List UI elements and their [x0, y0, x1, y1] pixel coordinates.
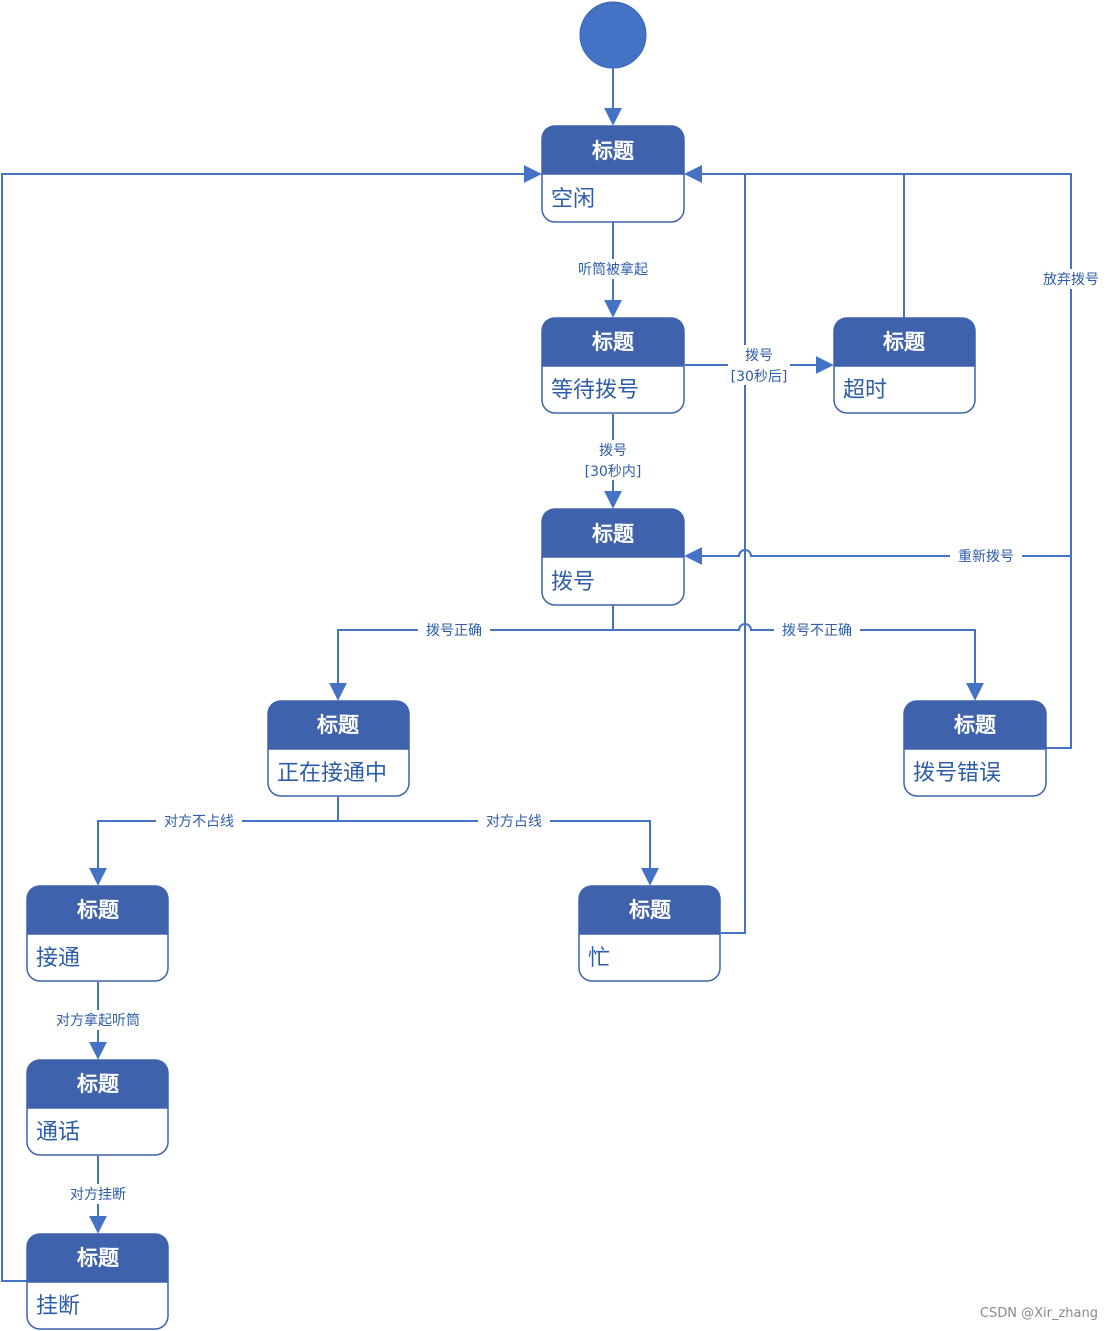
- state-dial-error: 标题 拨号错误: [903, 700, 1047, 797]
- state-dialing: 标题 拨号: [541, 508, 685, 606]
- label-not-busy: 对方不占线: [164, 814, 234, 830]
- state-dial-error-name: 拨号错误: [913, 761, 1001, 786]
- label-dial-ok-1: 拨号: [599, 443, 627, 459]
- edge-dialing-connecting: [329, 605, 614, 701]
- state-dialing-header: 标题: [592, 522, 635, 546]
- edge-connecting-busy: [338, 820, 659, 886]
- label-pickup: 听筒被拿起: [578, 261, 648, 278]
- label-correct: 拨号正确: [426, 623, 482, 639]
- state-talking-header: 标题: [77, 1072, 120, 1096]
- label-remote-hangup: 对方挂断: [70, 1187, 126, 1203]
- state-dial-error-header: 标题: [954, 713, 997, 737]
- state-idle-name: 空闲: [551, 187, 595, 212]
- watermark: CSDN @Xir_zhang: [979, 1306, 1098, 1321]
- state-hangup-header: 标题: [77, 1246, 120, 1270]
- label-dial-late-1: 拨号: [745, 348, 773, 364]
- label-incorrect: 拨号不正确: [782, 623, 852, 639]
- label-abandon: 放弃拨号: [1043, 272, 1099, 288]
- label-answer: 对方拿起听筒: [56, 1012, 140, 1029]
- state-timeout: 标题 超时: [833, 317, 976, 414]
- state-idle-header: 标题: [592, 139, 635, 163]
- state-dialing-name: 拨号: [551, 570, 595, 595]
- state-timeout-header: 标题: [883, 330, 926, 354]
- state-connected: 标题 接通: [26, 885, 169, 982]
- edge-connecting-connected: [89, 797, 339, 886]
- state-connecting-header: 标题: [317, 713, 360, 737]
- state-busy-name: 忙: [588, 946, 610, 971]
- state-wait-header: 标题: [592, 330, 635, 354]
- state-hangup: 标题 挂断: [26, 1233, 169, 1330]
- state-talking-name: 通话: [36, 1120, 80, 1145]
- state-timeout-name: 超时: [843, 378, 887, 403]
- state-talking: 标题 通话: [26, 1059, 169, 1156]
- state-connected-header: 标题: [77, 898, 120, 922]
- label-redial: 重新拨号: [958, 549, 1014, 565]
- state-wait: 标题 等待拨号: [541, 317, 685, 414]
- edge-busy-idle: [684, 165, 746, 934]
- label-dial-ok-2: [30秒内]: [585, 464, 642, 480]
- state-wait-name: 等待拨号: [551, 378, 639, 403]
- state-idle: 标题 空闲: [541, 125, 685, 223]
- state-connected-name: 接通: [36, 946, 80, 971]
- initial-state: [579, 1, 647, 69]
- state-busy-header: 标题: [629, 898, 672, 922]
- edge-hangup-idle: [1, 165, 542, 1282]
- state-hangup-name: 挂断: [36, 1294, 80, 1319]
- state-connecting-name: 正在接通中: [277, 761, 387, 786]
- state-busy: 标题 忙: [578, 885, 721, 982]
- label-line-busy: 对方占线: [486, 814, 542, 830]
- edge-redial: [684, 547, 1072, 749]
- edge-abandon: [904, 173, 1072, 556]
- label-dial-late-2: [30秒后]: [731, 369, 788, 385]
- state-connecting: 标题 正在接通中: [267, 700, 410, 797]
- edge-timeout-idle: [684, 165, 905, 318]
